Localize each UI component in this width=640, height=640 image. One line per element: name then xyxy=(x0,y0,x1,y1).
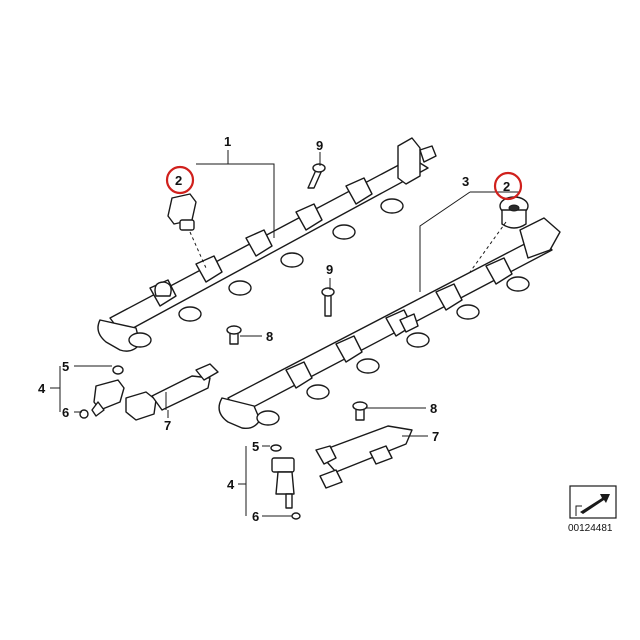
pressure-sensor-right xyxy=(499,196,529,229)
bolt-top xyxy=(307,163,326,189)
arrow-folder-icon xyxy=(569,485,617,519)
callout-rail-left: 1 xyxy=(224,134,231,149)
callout-injector-bottom: 4 xyxy=(227,477,235,492)
callout-oring-left-top: 5 xyxy=(62,359,69,374)
injector-bottom xyxy=(270,444,301,520)
callout-oring-bottom-top: 5 xyxy=(252,439,259,454)
screw-left xyxy=(226,325,242,345)
callout-rail-right: 3 xyxy=(462,174,469,189)
callout-injector-left: 4 xyxy=(38,381,46,396)
callout-bolt-top: 9 xyxy=(316,138,323,153)
reference-number: 00124481 xyxy=(568,523,613,534)
callout-oring-left-bottom: 6 xyxy=(62,405,69,420)
callout-clip-right: 7 xyxy=(432,429,439,444)
clip-left xyxy=(125,363,219,421)
callout-bolt-middle: 9 xyxy=(326,262,333,277)
pressure-sensor-left xyxy=(167,193,197,231)
callout-screw-right: 8 xyxy=(430,401,437,416)
injector-left xyxy=(79,365,125,419)
highlight-circle-left xyxy=(165,165,195,195)
leader-lines xyxy=(50,150,520,517)
screw-right xyxy=(352,401,368,421)
callout-oring-bottom-bottom: 6 xyxy=(252,509,259,524)
bolt-middle xyxy=(321,287,335,317)
callout-clip-left: 7 xyxy=(164,418,171,433)
callout-screw-left: 8 xyxy=(266,329,273,344)
fuel-rail-right xyxy=(218,217,561,430)
callout-sensor-right: 2 xyxy=(503,179,510,194)
clip-right xyxy=(315,425,413,489)
fuel-rail-left xyxy=(97,137,437,352)
highlight-circle-right xyxy=(493,171,523,201)
callout-sensor-left: 2 xyxy=(175,173,182,188)
